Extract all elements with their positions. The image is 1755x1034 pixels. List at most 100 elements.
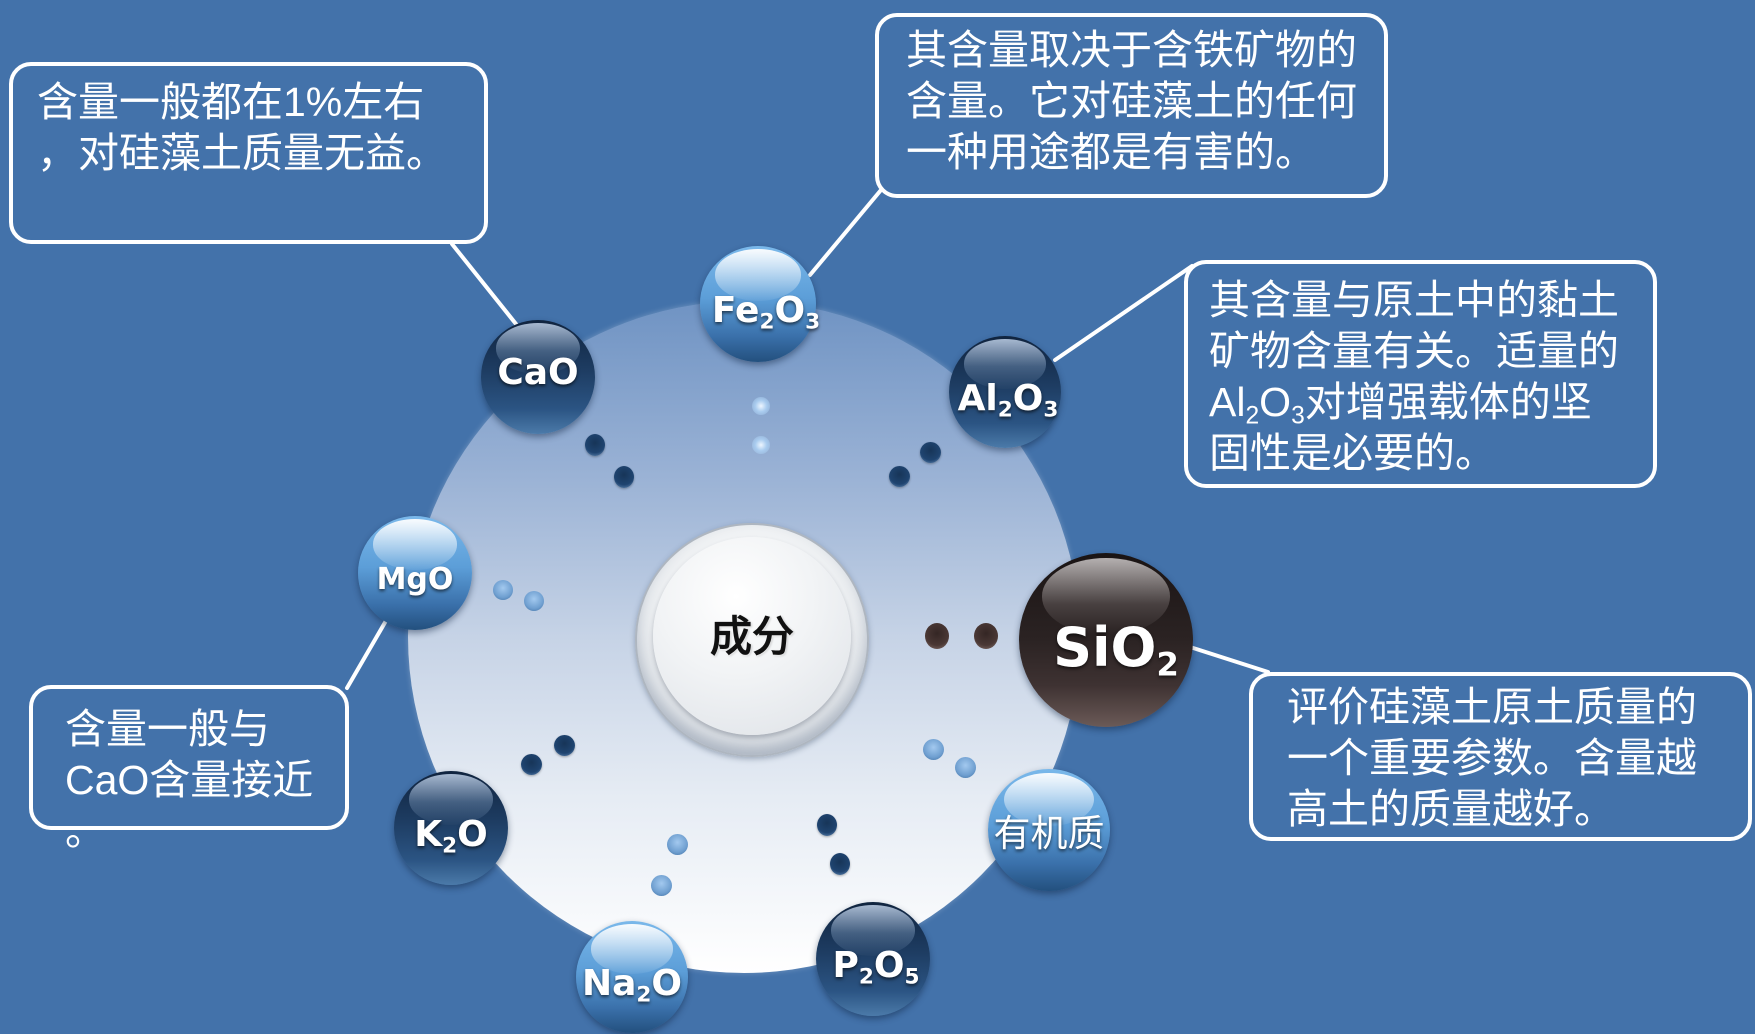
k2o-dot xyxy=(521,754,542,775)
formula-subscript: 3 xyxy=(805,308,821,334)
organic-matter-label: 有机质 xyxy=(994,803,1105,857)
formula-subscript: 2 xyxy=(997,396,1013,422)
mgo-dot xyxy=(493,580,513,600)
sphere-highlight xyxy=(408,774,494,825)
center-hub: 成分 xyxy=(635,523,869,757)
formula-subscript: 2 xyxy=(1156,645,1179,684)
na2o-dot xyxy=(651,875,672,896)
al2o3-label: Al2O3 xyxy=(957,377,1059,422)
formula-subscript: 2 xyxy=(1245,402,1260,430)
formula-part: O xyxy=(1259,379,1292,425)
formula-part: K xyxy=(414,813,443,855)
center-disk: 成分 xyxy=(653,537,851,735)
cao-callout: 含量一般都在1%左右 ，对硅藻土质量无益。 xyxy=(9,62,488,244)
cao-sphere: CaO xyxy=(481,320,595,434)
sphere-highlight xyxy=(590,924,674,974)
sphere-highlight xyxy=(495,323,581,374)
na2o-sphere: Na2O xyxy=(576,921,688,1033)
mgo-label: MgO xyxy=(377,562,454,597)
k2o-dot xyxy=(554,735,575,756)
sio2-sphere: SiO2 xyxy=(1019,553,1193,727)
mgo-callout: 含量一般与 CaO含量接近 。 xyxy=(29,685,349,854)
formula-part: CaO xyxy=(497,351,579,393)
sio2-dot xyxy=(974,623,998,649)
callout-line: 固性是必要的。 xyxy=(1209,430,1496,476)
al2o3-sphere: Al2O3 xyxy=(949,336,1061,448)
formula-subscript: 5 xyxy=(904,963,920,989)
center-label: 成分 xyxy=(709,612,794,660)
fe2o3-sphere: Fe2O3 xyxy=(700,246,820,362)
mgo-dot xyxy=(524,591,544,611)
organic-dot xyxy=(955,757,976,778)
cao-connector xyxy=(450,242,518,326)
cao-label: CaO xyxy=(497,352,578,393)
callout-line: 其含量与原土中的黏土 xyxy=(1209,277,1619,323)
sphere-highlight xyxy=(963,339,1047,389)
callout-line: 其含量取决于含铁矿物的 xyxy=(906,27,1357,73)
formula-part: Fe xyxy=(711,289,760,331)
al2o3-callout: 其含量与原土中的黏土 矿物含量有关。适量的 Al2O3对增强载体的坚 固性是必要… xyxy=(1184,260,1657,488)
cao-dot xyxy=(585,434,605,456)
formula-part: O xyxy=(1012,377,1044,419)
mgo-connector xyxy=(345,617,389,690)
callout-line: 含量一般与 xyxy=(65,706,270,752)
p2o5-dot xyxy=(830,853,850,875)
callout-line: 矿物含量有关。适量的 xyxy=(1209,328,1619,374)
callout-text: 对增强载体的坚 xyxy=(1304,379,1592,425)
callout-line: Al2O3对增强载体的坚 xyxy=(1209,377,1653,428)
formula-subscript: 2 xyxy=(442,832,458,858)
formula-part: O xyxy=(651,962,683,1004)
p2o5-label: P2O5 xyxy=(832,944,920,989)
formula-part: 有机质 xyxy=(993,813,1105,854)
al2o3-connector xyxy=(1053,264,1194,362)
al2o3-dot xyxy=(889,466,910,487)
sio2-callout: 评价硅藻土原土质量的 一个重要参数。含量越 高土的质量越好。 xyxy=(1249,672,1752,841)
fe2o3-label: Fe2O3 xyxy=(711,289,821,334)
sio2-dot xyxy=(925,623,949,649)
formula-part: Al xyxy=(957,377,998,419)
k2o-label: K2O xyxy=(414,813,488,858)
fe2o3-callout: 其含量取决于含铁矿物的 含量。它对硅藻土的任何 一种用途都是有害的。 xyxy=(875,13,1388,198)
formula-part: O xyxy=(457,813,488,855)
sphere-highlight xyxy=(372,519,458,570)
sphere-highlight xyxy=(830,905,916,956)
formula-subscript: 2 xyxy=(858,963,874,989)
formula-part: O xyxy=(774,289,806,331)
callout-line: 高土的质量越好。 xyxy=(1287,786,1615,832)
p2o5-sphere: P2O5 xyxy=(816,902,930,1016)
formula-subscript: 3 xyxy=(1043,396,1059,422)
cao-dot xyxy=(614,466,634,488)
k2o-sphere: K2O xyxy=(394,771,508,885)
formula-part: SiO xyxy=(1053,615,1157,679)
na2o-dot xyxy=(667,834,688,855)
callout-line: ，对硅藻土质量无益。 xyxy=(37,130,447,176)
formula-part: MgO xyxy=(376,561,454,597)
callout-line: 含量。它对硅藻土的任何 xyxy=(906,78,1357,124)
callout-line: 一个重要参数。含量越 xyxy=(1287,735,1697,781)
formula-part: Na xyxy=(581,962,637,1004)
formula-subscript: 2 xyxy=(759,308,775,334)
formula-subscript: 3 xyxy=(1291,402,1305,430)
formula-part: O xyxy=(873,944,905,986)
organic-dot xyxy=(923,739,944,760)
fe2o3-connector xyxy=(808,188,883,277)
callout-line: 一种用途都是有害的。 xyxy=(906,129,1316,175)
p2o5-dot xyxy=(817,814,837,836)
formula-subscript: 2 xyxy=(636,981,652,1007)
callout-line: 。 xyxy=(65,808,106,854)
sio2-label: SiO2 xyxy=(1053,615,1179,681)
sio2-connector xyxy=(1188,645,1270,674)
na2o-label: Na2O xyxy=(581,962,683,1007)
sphere-highlight xyxy=(1003,772,1095,827)
mgo-sphere: MgO xyxy=(358,516,472,630)
fe2o3-dot xyxy=(752,436,770,454)
formula-part: P xyxy=(832,944,859,986)
callout-line: 评价硅藻土原土质量的 xyxy=(1287,684,1697,730)
organic-matter-sphere: 有机质 xyxy=(988,769,1110,891)
callout-line: CaO含量接近 xyxy=(65,757,314,803)
formula-part: Al xyxy=(1209,379,1246,425)
fe2o3-dot xyxy=(752,397,770,415)
al2o3-dot xyxy=(920,442,941,463)
callout-line: 含量一般都在1%左右 xyxy=(37,79,425,125)
